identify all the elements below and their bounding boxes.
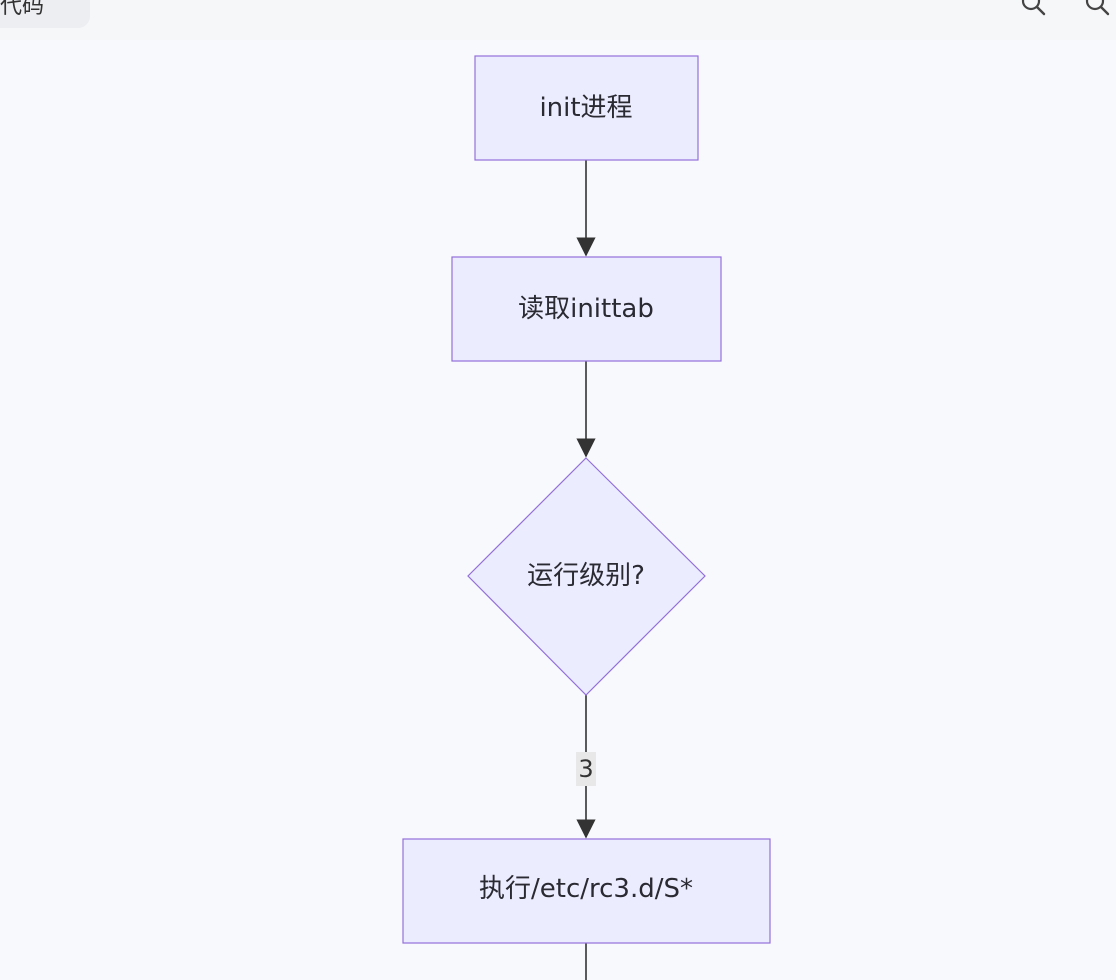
edge-label-bg bbox=[576, 752, 596, 786]
node-init[interactable]: init进程 bbox=[474, 55, 699, 161]
tab-code-label: 代码 bbox=[0, 0, 45, 19]
tab-code[interactable] bbox=[0, 0, 90, 28]
node-exec-rc3[interactable]: 执行/etc/rc3.d/S* bbox=[402, 838, 771, 944]
node-runlevel-label: 运行级别? bbox=[527, 561, 645, 591]
node-read-inittab[interactable]: 读取inittab bbox=[451, 256, 722, 362]
node-exec-rc3-label: 执行/etc/rc3.d/S* bbox=[479, 874, 693, 904]
edge-label-3: 3 bbox=[578, 755, 593, 783]
viewer-toolbar: 代码 bbox=[0, 0, 1116, 40]
node-read-inittab-label: 读取inittab bbox=[518, 294, 654, 324]
node-runlevel-decision[interactable]: 运行级别? bbox=[467, 457, 706, 696]
node-init-label: init进程 bbox=[539, 93, 632, 123]
zoom-out-icon[interactable] bbox=[1084, 0, 1110, 16]
zoom-in-icon[interactable] bbox=[1020, 0, 1046, 16]
